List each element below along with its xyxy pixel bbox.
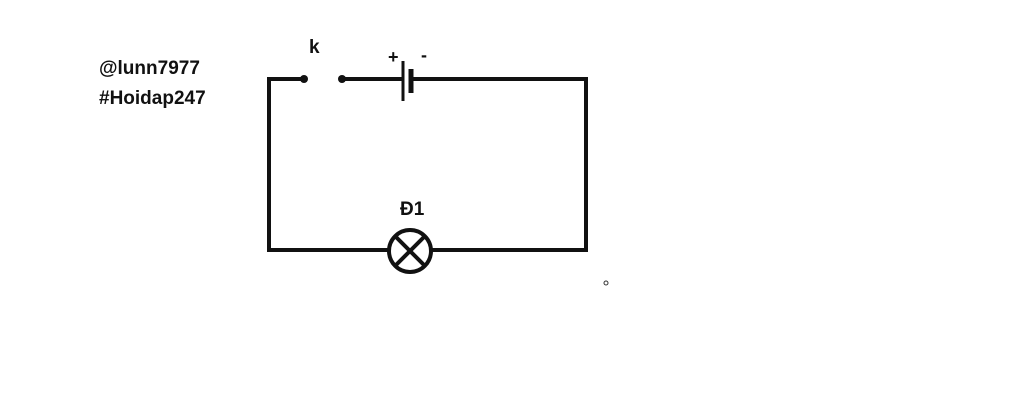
switch-label: k bbox=[309, 37, 320, 58]
lamp-label: Đ1 bbox=[400, 199, 425, 220]
switch-k: k bbox=[300, 37, 346, 83]
switch-contact-right bbox=[338, 75, 346, 83]
lamp-d1: Đ1 bbox=[387, 199, 433, 274]
author-handle: @lunn7977 bbox=[99, 58, 200, 79]
battery-minus-sign: - bbox=[421, 45, 427, 65]
battery: + - bbox=[388, 45, 427, 101]
battery-plus-sign: + bbox=[388, 47, 399, 67]
lamp-cross-b bbox=[393, 234, 427, 268]
watermark: @lunn7977 #Hoidap247 bbox=[99, 54, 206, 114]
hashtag: #Hoidap247 bbox=[99, 88, 206, 109]
switch-contact-left bbox=[300, 75, 308, 83]
wires bbox=[267, 77, 588, 252]
stray-dot bbox=[603, 280, 609, 286]
